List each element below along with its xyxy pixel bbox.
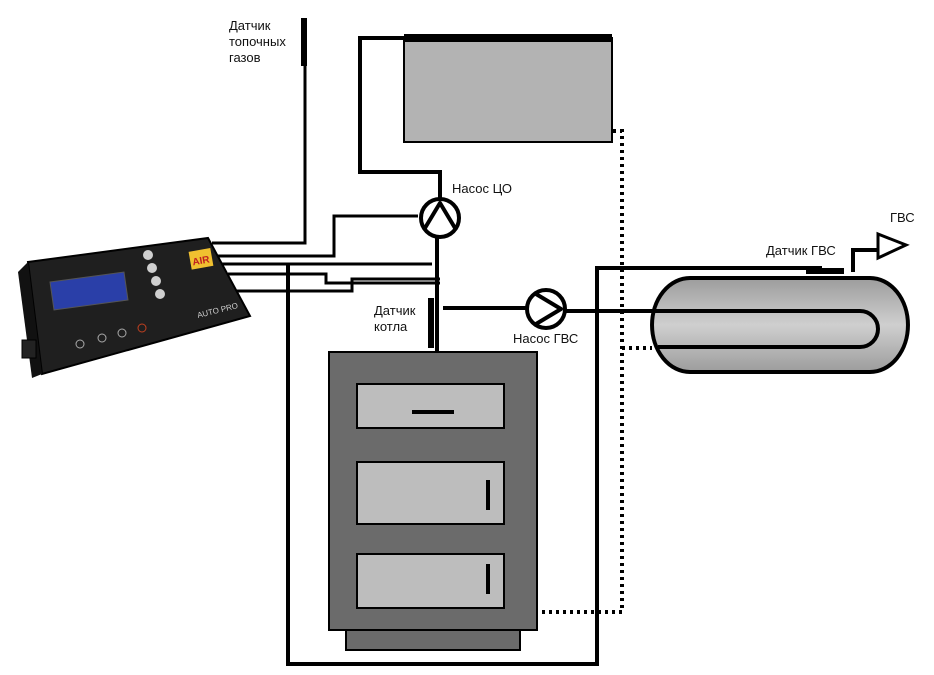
boiler-sensor-label-line2: котла xyxy=(374,319,408,334)
controller-clip xyxy=(21,339,37,359)
wire-pump-co xyxy=(218,214,418,258)
flue-sensor-label-line3: газов xyxy=(229,50,261,65)
boiler-sensor-label: Датчик котла xyxy=(374,303,415,335)
flue-gas-sensor xyxy=(301,18,307,66)
dhw-outlet-pipe xyxy=(851,248,878,272)
power-icon xyxy=(75,339,85,349)
controller: AIR AUTO PRO xyxy=(18,236,252,378)
dhw-sensor xyxy=(806,268,844,274)
pump-dhw-label: Насос ГВС xyxy=(513,331,579,346)
boiler-bottom-door xyxy=(356,553,505,609)
dhw-sensor-label: Датчик ГВС xyxy=(766,243,836,258)
boiler-middle-handle xyxy=(486,480,490,510)
pump-co xyxy=(419,197,461,239)
boiler xyxy=(328,351,538,651)
manual-icon[interactable] xyxy=(155,289,165,299)
pump-dhw xyxy=(525,288,567,330)
pump-icon xyxy=(117,328,127,338)
boiler-top-door xyxy=(356,383,505,429)
tank-body xyxy=(650,276,910,374)
boiler-middle-door xyxy=(356,461,505,525)
boiler-base xyxy=(345,627,521,651)
wire-dhw-sensor xyxy=(236,277,440,293)
tank-coil xyxy=(655,309,880,349)
dashed-radiator-return xyxy=(537,129,624,614)
boiler-sensor-label-line1: Датчик xyxy=(374,303,416,318)
fan-icon xyxy=(97,333,107,343)
flue-sensor-label: Датчик топочных газов xyxy=(229,18,286,66)
dhw-outlet-label: ГВС xyxy=(890,210,915,225)
wire-flue-sensor xyxy=(212,62,307,245)
dhw-tank xyxy=(650,231,910,374)
flue-sensor-label-line2: топочных xyxy=(229,34,286,49)
dashed-lines xyxy=(537,129,652,614)
radiator xyxy=(403,34,613,143)
wire-pump-dhw xyxy=(228,272,440,285)
up-arrow-icon[interactable] xyxy=(147,263,157,273)
menu-icon[interactable] xyxy=(143,250,153,260)
radiator-body xyxy=(403,37,613,143)
radiator-top-bar xyxy=(404,34,612,42)
boiler-bottom-handle xyxy=(486,564,490,594)
flame-icon xyxy=(137,323,147,333)
controller-logo: AIR xyxy=(192,254,212,268)
boiler-sensor xyxy=(428,298,434,348)
dhw-outlet-arrow xyxy=(876,231,910,261)
radiator-supply-pipe xyxy=(358,36,442,200)
pump-co-label: Насос ЦО xyxy=(452,181,513,196)
flue-sensor-label-line1: Датчик xyxy=(229,18,271,33)
down-arrow-icon[interactable] xyxy=(151,276,161,286)
controller-logo-box xyxy=(188,248,214,270)
control-wires xyxy=(212,62,440,293)
boiler-top-handle xyxy=(412,410,454,414)
controller-screen xyxy=(49,271,129,311)
